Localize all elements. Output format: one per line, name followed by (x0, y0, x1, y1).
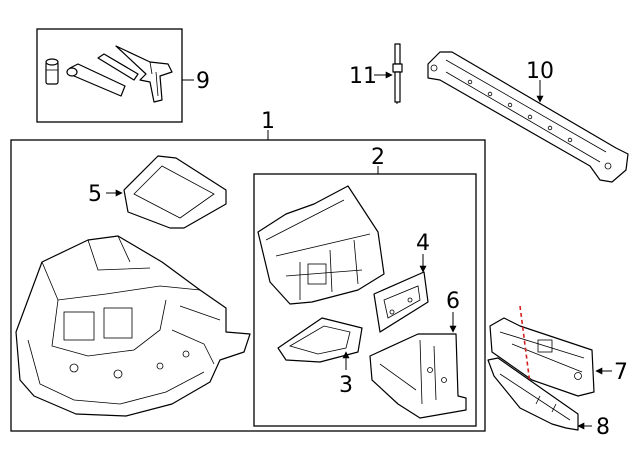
callout-9: 9 (196, 69, 210, 94)
part-10-rail[interactable] (427, 51, 629, 183)
part-1-front-structure[interactable] (15, 235, 251, 417)
callout-3: 3 (339, 373, 353, 398)
callout-2: 2 (371, 145, 385, 170)
part-8-reinforcement[interactable] (487, 357, 579, 431)
part-2-bulkhead[interactable] (257, 185, 385, 305)
part-3-floor-tray[interactable] (277, 317, 363, 363)
assembly-frame-1 (10, 139, 486, 432)
callout-5: 5 (88, 182, 102, 207)
callout-1: 1 (261, 109, 275, 134)
callout-10: 10 (526, 59, 554, 84)
part-11-stud[interactable] (392, 43, 403, 104)
callout-11: 11 (349, 64, 377, 89)
callout-8: 8 (596, 415, 610, 440)
part-5-window-seal[interactable] (123, 155, 227, 229)
callout-4: 4 (416, 231, 430, 256)
part-4-panel[interactable] (373, 271, 429, 333)
callout-6: 6 (446, 289, 460, 314)
subassembly-frame-2 (253, 173, 477, 427)
part-7-side-member[interactable] (489, 305, 595, 397)
callout-7: 7 (614, 360, 628, 385)
part-6-side-bracket[interactable] (369, 333, 467, 419)
kit-frame-9 (36, 28, 183, 123)
part-9-repair-kit[interactable] (45, 45, 173, 103)
